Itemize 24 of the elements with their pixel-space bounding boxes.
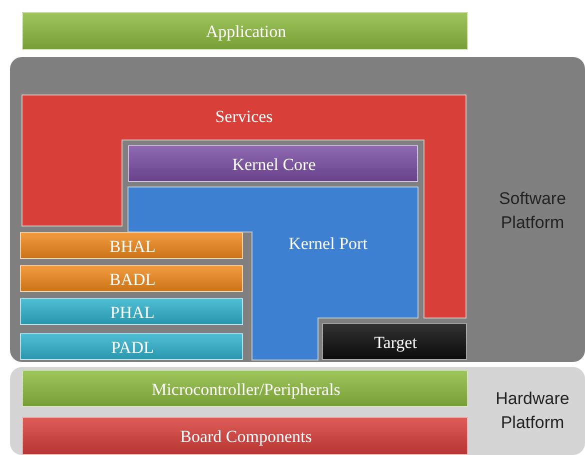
layer-box — [128, 145, 418, 182]
layer-label: Kernel Core — [231, 154, 317, 176]
layer-label: BADL — [108, 269, 157, 291]
layer-box — [322, 323, 467, 360]
platform-label: Software Platform — [498, 188, 568, 234]
layer-label: PADL — [110, 337, 155, 359]
layer-label: Kernel Port — [288, 233, 368, 255]
layer-label: Microcontroller/Peripherals — [150, 379, 342, 401]
platform-label: Hardware Platform — [494, 388, 570, 434]
layer-box — [22, 12, 468, 50]
layer-label: Board Components — [179, 426, 313, 448]
layer-box — [20, 232, 243, 259]
layer-label: BHAL — [108, 236, 157, 258]
layer-label: PHAL — [109, 302, 156, 324]
layer-box — [20, 333, 243, 360]
layer-box — [20, 298, 243, 325]
layer-box — [22, 417, 468, 455]
layer-label: Application — [204, 21, 288, 43]
layer-label: Services — [214, 106, 274, 128]
layer-band — [10, 57, 585, 362]
layer-box — [22, 370, 468, 407]
layer-box — [20, 265, 243, 292]
layer-band — [10, 367, 585, 455]
layer-label: Target — [373, 332, 418, 354]
